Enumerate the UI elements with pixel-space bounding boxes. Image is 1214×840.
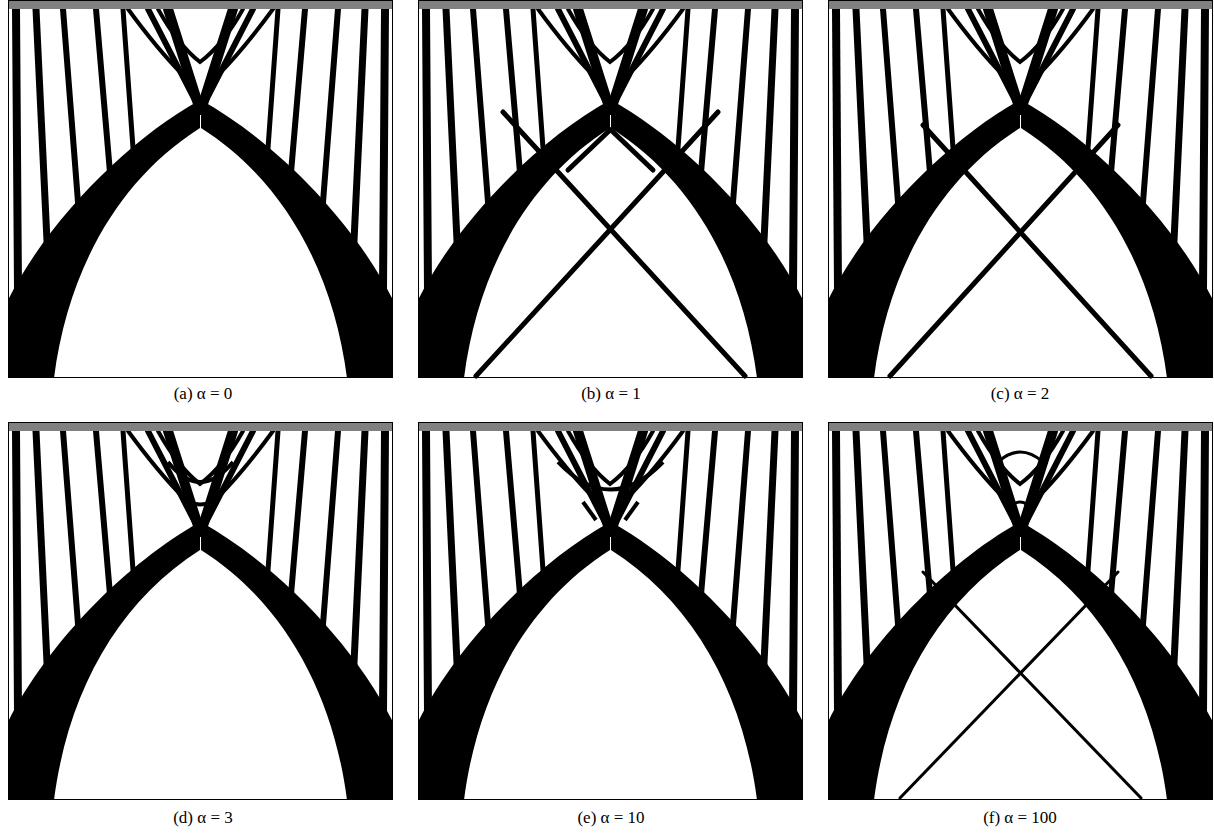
panel-caption: (f) α = 100 bbox=[983, 808, 1057, 828]
panel-a bbox=[8, 0, 393, 378]
panel-c bbox=[828, 0, 1213, 378]
panel-e bbox=[418, 422, 803, 800]
panel-d bbox=[8, 422, 393, 800]
panel-caption: (d) α = 3 bbox=[173, 808, 233, 828]
panel-caption: (e) α = 10 bbox=[577, 808, 644, 828]
panel-b bbox=[418, 0, 803, 378]
panel-caption: (a) α = 0 bbox=[174, 384, 233, 404]
panel-f bbox=[828, 422, 1213, 800]
panel-caption: (b) α = 1 bbox=[581, 384, 641, 404]
panel-caption: (c) α = 2 bbox=[991, 384, 1050, 404]
